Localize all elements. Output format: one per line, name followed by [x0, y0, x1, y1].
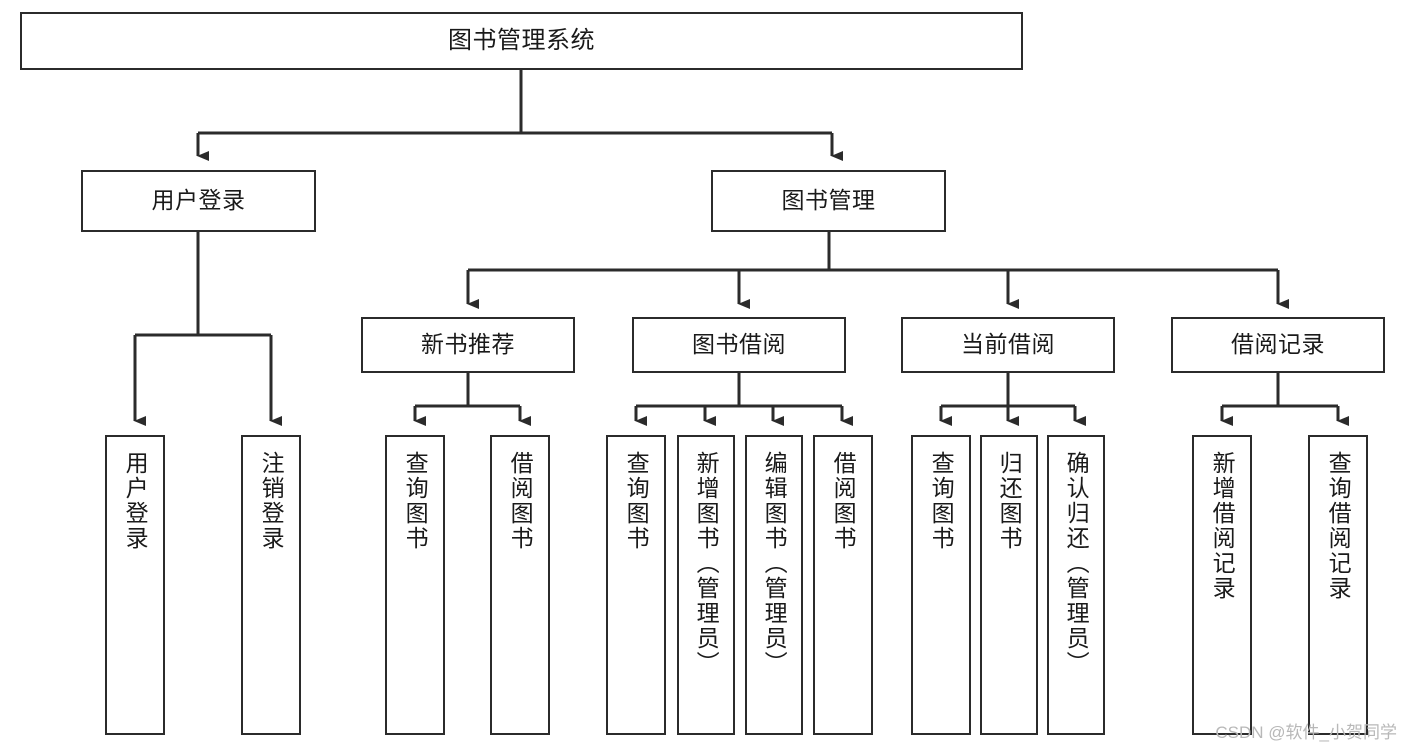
leaf-user-login-logout[interactable]: 注销登录	[241, 435, 301, 735]
node-label: 当前借阅	[961, 331, 1055, 358]
leaf-borrow-query-book[interactable]: 查询图书	[606, 435, 666, 735]
node-label: 用户登录	[122, 451, 149, 551]
node-label: 新增借阅记录	[1209, 451, 1236, 601]
leaf-record-query-record[interactable]: 查询借阅记录	[1308, 435, 1368, 735]
node-label: 查询借阅记录	[1325, 451, 1352, 601]
node-label: 注销登录	[258, 451, 285, 551]
node-label: 借阅记录	[1231, 331, 1325, 358]
node-label: 查询图书	[402, 451, 429, 551]
node-current-borrow[interactable]: 当前借阅	[901, 317, 1115, 373]
node-label: 用户登录	[151, 187, 246, 214]
leaf-record-add-record[interactable]: 新增借阅记录	[1192, 435, 1252, 735]
leaf-recommend-borrow-book[interactable]: 借阅图书	[490, 435, 550, 735]
leaf-borrow-borrow-book[interactable]: 借阅图书	[813, 435, 873, 735]
node-book-borrow[interactable]: 图书借阅	[632, 317, 846, 373]
leaf-user-login-login[interactable]: 用户登录	[105, 435, 165, 735]
node-label: 新书推荐	[421, 331, 515, 358]
node-label: 查询图书	[928, 451, 955, 551]
node-label: 借阅图书	[507, 451, 534, 551]
node-label: 新增图书（管理员）	[693, 451, 720, 676]
leaf-borrow-add-book[interactable]: 新增图书（管理员）	[677, 435, 735, 735]
node-label: 图书借阅	[692, 331, 786, 358]
node-root-system[interactable]: 图书管理系统	[20, 12, 1023, 70]
leaf-borrow-edit-book[interactable]: 编辑图书（管理员）	[745, 435, 803, 735]
node-label: 图书管理系统	[448, 26, 595, 54]
node-label: 借阅图书	[830, 451, 857, 551]
node-label: 确认归还（管理员）	[1063, 451, 1090, 676]
node-book-management[interactable]: 图书管理	[711, 170, 946, 232]
node-borrow-record[interactable]: 借阅记录	[1171, 317, 1385, 373]
leaf-current-return-book[interactable]: 归还图书	[980, 435, 1038, 735]
csdn-watermark: CSDN @软件_小贺同学	[1215, 723, 1397, 742]
node-label: 编辑图书（管理员）	[761, 451, 788, 676]
leaf-current-query-book[interactable]: 查询图书	[911, 435, 971, 735]
node-user-login[interactable]: 用户登录	[81, 170, 316, 232]
leaf-recommend-query-book[interactable]: 查询图书	[385, 435, 445, 735]
node-label: 图书管理	[781, 187, 876, 214]
node-label: 归还图书	[996, 451, 1023, 551]
leaf-current-confirm-return[interactable]: 确认归还（管理员）	[1047, 435, 1105, 735]
node-label: 查询图书	[623, 451, 650, 551]
node-new-book-recommend[interactable]: 新书推荐	[361, 317, 575, 373]
